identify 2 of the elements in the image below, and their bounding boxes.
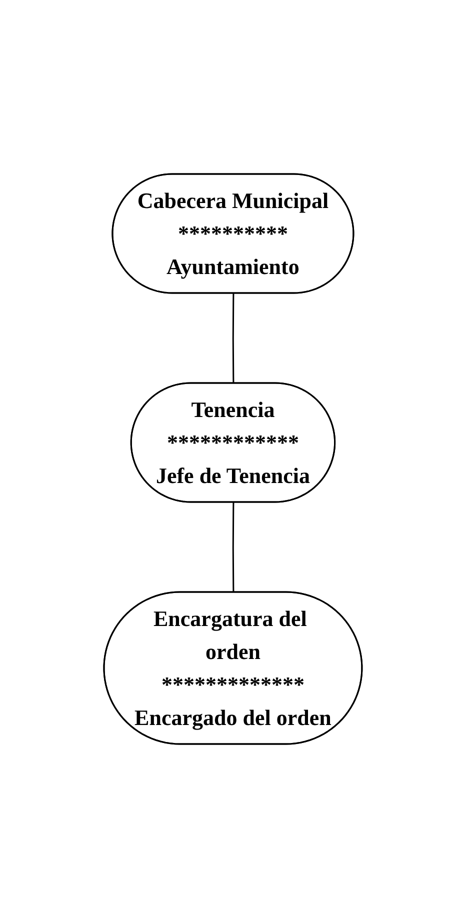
connector: [232, 502, 234, 592]
connector: [232, 292, 234, 383]
